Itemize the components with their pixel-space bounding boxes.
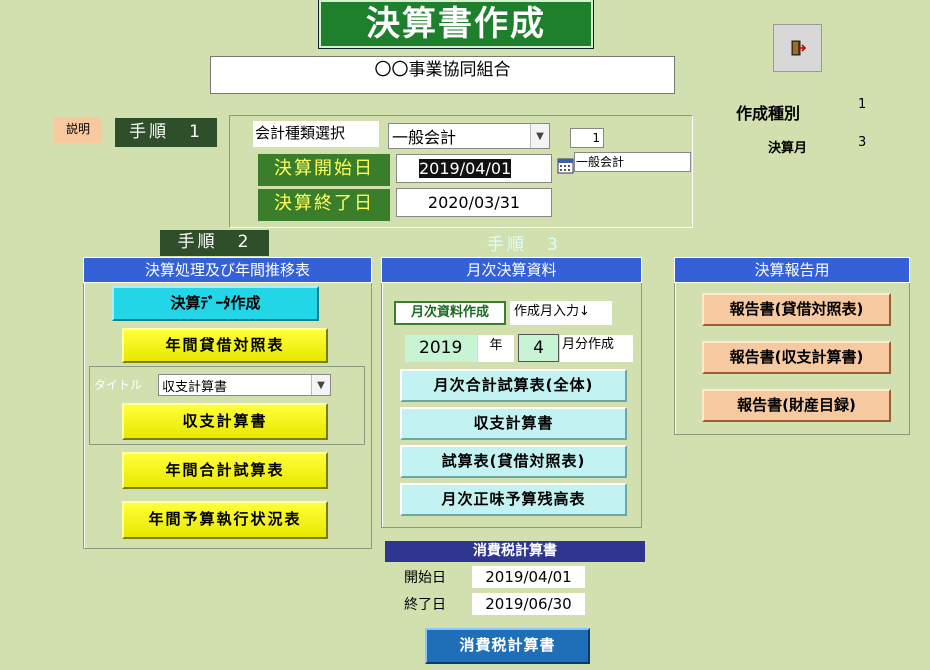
closing-month-label: 決算月 [768,141,808,156]
closing-month-value: 3 [858,135,867,150]
report-income-statement-button[interactable]: 報告書(収支計算書) [702,341,891,374]
month-unit: 月分作成 [560,335,633,362]
page-title: 決算書作成 [318,0,594,49]
consumption-tax-title: 消費税計算書 [385,541,645,562]
description-button[interactable]: 説明 [54,117,102,143]
chevron-down-icon[interactable]: ▼ [311,375,330,395]
start-date-label: 決算開始日 [258,154,390,186]
year-unit: 年 [478,335,514,362]
monthly-create-label: 月次資料作成 [394,301,506,325]
calendar-icon[interactable] [557,157,574,174]
step1-frame [229,115,693,228]
annual-balance-sheet-button[interactable]: 年間貸借対照表 [122,328,328,363]
report-asset-list-button[interactable]: 報告書(財産目録) [702,389,891,422]
monthly-trial-balance-button[interactable]: 月次合計試算表(全体) [400,369,627,402]
income-statement-button[interactable]: 収支計算書 [122,403,328,440]
account-code-field[interactable]: 1 [570,128,604,148]
tax-start-label: 開始日 [404,570,446,586]
monthly-net-budget-balance-button[interactable]: 月次正味予算残高表 [400,483,627,516]
title-label: タイトル [94,378,143,392]
organization-name: 〇〇事業協同組合 [210,56,675,94]
exit-door-icon [791,40,806,56]
start-date-value: 2019/04/01 [419,159,512,178]
title-group [89,366,365,445]
trial-balance-sheet-button[interactable]: 試算表(貸借対照表) [400,445,627,478]
month-field[interactable]: 4 [518,334,559,362]
end-date-label: 決算終了日 [258,189,390,221]
title-value: 収支計算書 [162,379,228,395]
step3-label: 手順 3 [487,235,561,255]
start-date-input[interactable]: 2019/04/01 [396,154,552,183]
consumption-tax-button[interactable]: 消費税計算書 [425,628,590,664]
end-date-input[interactable]: 2020/03/31 [396,188,552,217]
report-balance-sheet-button[interactable]: 報告書(貸借対照表) [702,293,891,326]
create-settlement-data-button[interactable]: 決算ﾃﾞｰﾀ作成 [112,286,319,321]
step2-label: 手順 2 [160,230,269,256]
step1-label: 手順 1 [115,118,217,147]
tax-end-label: 終了日 [404,597,446,613]
report-panel-title: 決算報告用 [674,257,910,283]
account-type-label: 会計種類選択 [253,121,379,147]
monthly-income-statement-button[interactable]: 収支計算書 [400,407,627,440]
account-type-select[interactable]: 一般会計 ▼ [388,123,550,149]
month-input-label: 作成月入力↓ [510,301,612,325]
tax-start-date[interactable]: 2019/04/01 [472,566,585,588]
account-name-display: 一般会計 [574,152,691,172]
creation-type-label: 作成種別 [736,104,801,123]
year-field[interactable]: 2019 [405,335,477,362]
title-select[interactable]: 収支計算書 ▼ [158,374,331,396]
step3-panel-title: 月次決算資料 [381,257,642,283]
chevron-down-icon[interactable]: ▼ [530,124,549,148]
step2-panel-title: 決算処理及び年間推移表 [83,257,372,283]
annual-budget-execution-button[interactable]: 年間予算執行状況表 [122,501,328,539]
tax-end-date[interactable]: 2019/06/30 [472,593,585,615]
creation-type-value: 1 [858,97,867,112]
account-type-value: 一般会計 [392,128,457,147]
exit-button[interactable] [773,24,822,72]
annual-trial-balance-button[interactable]: 年間合計試算表 [122,452,328,489]
